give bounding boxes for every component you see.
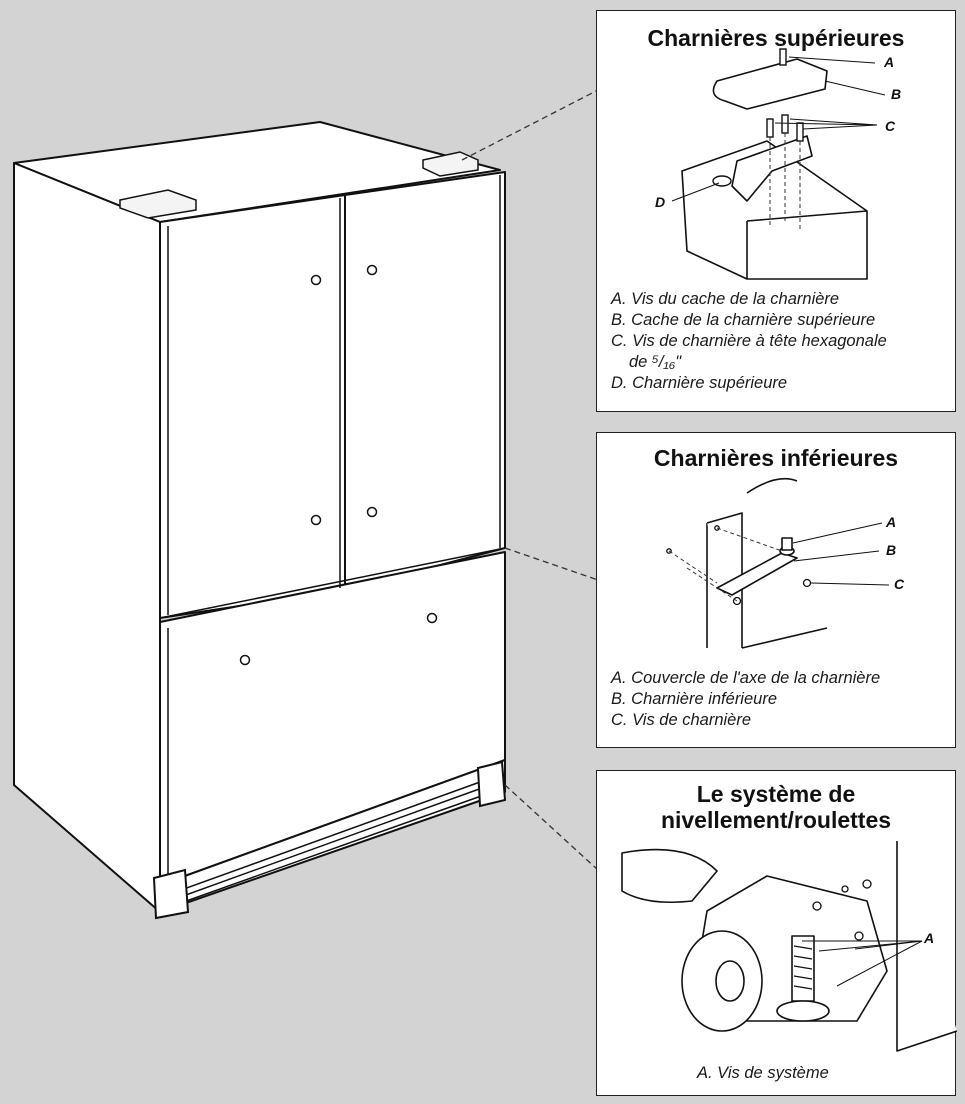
door-screw	[366, 506, 378, 518]
callout-a: A	[923, 930, 934, 946]
bottom-hinges-panel: Charnières inférieures	[596, 432, 956, 748]
callout-a: A	[883, 54, 894, 70]
callout-d: D	[655, 194, 665, 210]
top-hinge-plate	[731, 135, 813, 202]
leader-bottom-hinge	[504, 547, 599, 581]
legend-item: C. Vis de charnière	[611, 711, 752, 729]
leveling-title-line2: nivellement/roulettes	[660, 807, 892, 833]
leader-leveling	[504, 784, 599, 871]
legend-item: A. Vis du cache de la charnière	[611, 290, 840, 308]
legend-item: de ⁵/₁₆"	[629, 353, 682, 371]
legend-item: A. Vis de système	[697, 1064, 829, 1082]
fridge-left-side	[13, 162, 161, 913]
foot-right	[476, 760, 507, 808]
cover-screw	[779, 48, 787, 66]
bottom-hinge-diagram: A B C	[666, 477, 905, 649]
foot-left	[152, 868, 190, 920]
callout-b: B	[891, 86, 901, 102]
top-hinge-diagram: A B C D	[655, 48, 901, 280]
legend-item: B. Cache de la charnière supérieure	[611, 311, 876, 329]
door-screw	[366, 264, 378, 276]
bottom-hinges-legend: A. Couvercle de l'axe de la charnière B.…	[611, 668, 880, 731]
hinge-screw	[796, 122, 804, 142]
hinge-screw	[766, 118, 774, 138]
bottom-hinges-title: Charnières inférieures	[653, 445, 899, 471]
bottom-hinge-bracket	[716, 552, 798, 596]
drawer-screw	[426, 612, 438, 624]
hinge-top-left	[119, 189, 197, 219]
callout-c: C	[894, 576, 905, 592]
leveling-legend: A. Vis de système	[697, 1063, 829, 1084]
hinge-top-right	[422, 151, 479, 177]
top-hinges-title: Charnières supérieures	[647, 25, 905, 51]
legend-item: D. Charnière supérieure	[611, 374, 788, 392]
leveling-title-line1: Le système de	[696, 781, 856, 807]
legend-item: A. Couvercle de l'axe de la charnière	[611, 669, 881, 687]
callout-a: A	[885, 514, 896, 530]
door-screw	[310, 274, 322, 286]
fridge-door-left	[159, 194, 346, 619]
legend-item: B. Charnière inférieure	[611, 690, 777, 708]
top-hinges-panel: Charnières supérieures	[596, 10, 956, 412]
leveling-diagram: A	[621, 841, 957, 1052]
top-hinge-cover	[712, 58, 828, 110]
leveling-panel: Le système de nivellement/roulettes	[596, 770, 957, 1096]
legend-item: C. Vis de charnière à tête hexagonale	[611, 332, 887, 350]
callout-b: B	[886, 542, 896, 558]
door-screw	[310, 514, 322, 526]
fridge-door-right	[344, 171, 506, 591]
leader-top-hinge	[461, 89, 599, 161]
hinge-screw	[802, 578, 812, 588]
callout-c: C	[885, 118, 896, 134]
hinge-screw	[781, 114, 789, 134]
top-hinges-legend: A. Vis du cache de la charnière B. Cache…	[611, 289, 887, 394]
drawer-screw	[239, 654, 251, 666]
